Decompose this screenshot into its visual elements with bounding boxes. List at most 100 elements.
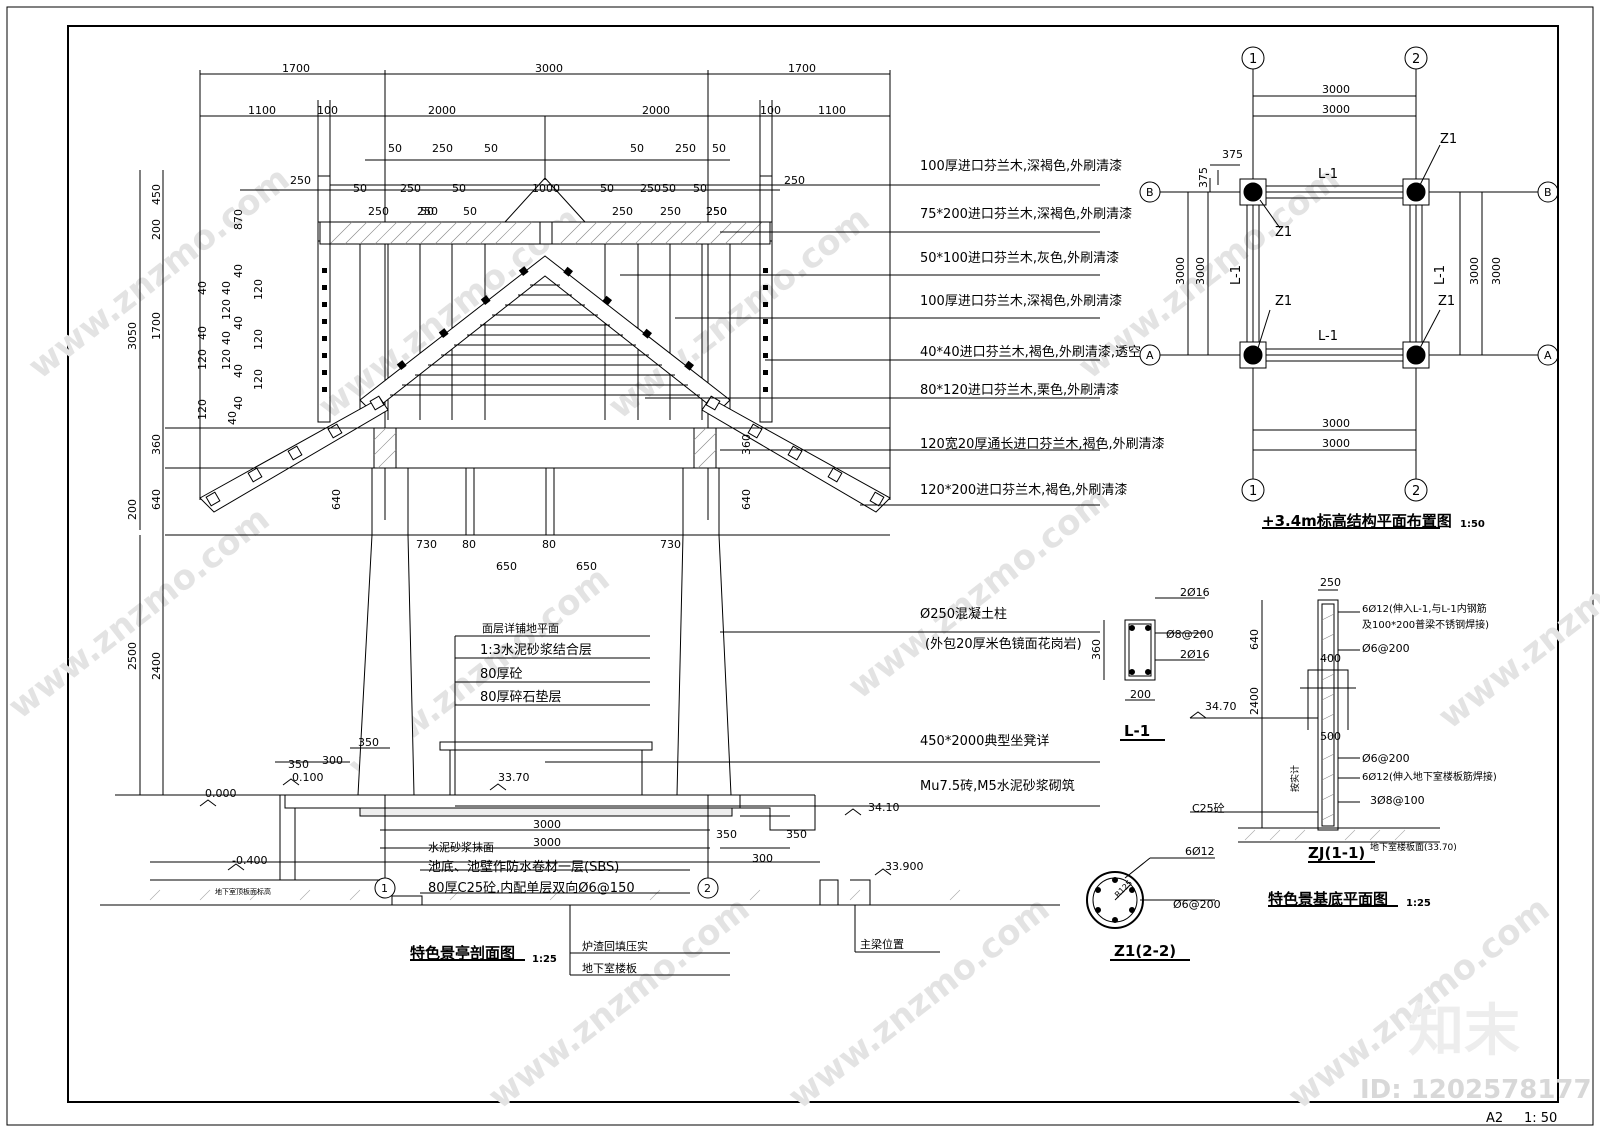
dim-left-640: 640 (150, 489, 163, 510)
plan-dim-8: 3000 (1490, 257, 1503, 285)
bench-label: 450*2000典型坐凳详 (920, 733, 1049, 749)
dim-50-d: 50 (712, 142, 726, 155)
plan-dim-1: 3000 (1322, 83, 1350, 96)
dim-col-6: 650 (576, 560, 597, 573)
beam-note: 主梁位置 (860, 937, 904, 951)
section-elevation (100, 70, 1100, 976)
dim-small-9: 40 (232, 264, 245, 278)
dim-top-mid: 3000 (535, 62, 563, 75)
l1-dim-h: 360 (1090, 639, 1103, 660)
plan-dim-4: 3000 (1322, 437, 1350, 450)
dim-250-a: 250 (432, 142, 453, 155)
dim-r13: 50 (693, 182, 707, 195)
pool-layer-3: 80厚C25砼,内配单层双向Ø6@150 (428, 880, 635, 896)
dim-r1: 50 (353, 182, 367, 195)
l1-label-2: Ø8@200 (1166, 628, 1214, 641)
dim-small-3: 40 (196, 326, 209, 340)
zj-label-1: 6Ø12(伸入L-1,与L-1内钢筋 (1362, 602, 1487, 615)
elev-m0400: -0.400 (232, 854, 267, 867)
plan-dim-3: 3000 (1322, 417, 1350, 430)
dim-base-3: 300 (322, 754, 343, 767)
column-section-z1-texts: 6Ø12 Ø6@200 R125 Z1(2-2) (1113, 845, 1221, 960)
watermark-text: www.znzmo.com (1, 499, 277, 727)
elev-0100: 0.100 (292, 771, 324, 784)
elev-33900: 33.900 (885, 860, 924, 873)
dim-r2: 250 (400, 182, 421, 195)
dim-small-11: 40 (232, 316, 245, 330)
dim-small-13: 40 (232, 364, 245, 378)
dim-r10: 250 (706, 205, 727, 218)
dim-r14: 250 (706, 205, 727, 218)
dim-350-r1: 350 (716, 828, 737, 841)
dim-50-a: 50 (388, 142, 402, 155)
dim-2-3: 2000 (428, 104, 456, 117)
dim-3000-a: 3000 (533, 818, 561, 831)
l1-label-1: 2Ø16 (1180, 586, 1210, 599)
brick-label: Mu7.5砖,M5水泥砂浆砌筑 (920, 778, 1075, 794)
footing-zj (1189, 589, 1440, 907)
dim-r11: 50 (600, 182, 614, 195)
label-1: 100厚进口芬兰木,深褐色,外刷清漆 (920, 158, 1122, 174)
dim-2-2: 100 (317, 104, 338, 117)
axis-1-label: 1 (381, 882, 388, 895)
dim-left-3050: 3050 (126, 322, 139, 350)
dim-2-1: 1100 (248, 104, 276, 117)
plan-dim-6: 3000 (1194, 257, 1207, 285)
plan-dim-7: 3000 (1468, 257, 1481, 285)
dim-small-14: 120 (252, 369, 265, 390)
watermark-text: www.znzmo.com (841, 479, 1117, 707)
dim-300-r: 300 (752, 852, 773, 865)
plan-z1-d: Z1 (1438, 294, 1455, 309)
footing-zj-texts: 250 640 400 2400 500 34.70 6Ø12(伸入L-1,与L… (1192, 576, 1497, 909)
dim-left-870: 870 (232, 209, 245, 230)
dim-2-4: 2000 (642, 104, 670, 117)
plan-axis-2-top: 2 (1412, 52, 1420, 67)
elev-0000: 0.000 (205, 787, 237, 800)
zj-label-3: Ø6@200 (1362, 642, 1410, 655)
l1-dim-w: 200 (1130, 688, 1151, 701)
zj-dim-2400: 2400 (1248, 687, 1261, 715)
dim-250-right: 250 (784, 174, 805, 187)
dim-small-2: 120 (196, 349, 209, 370)
beam-section-l1 (1103, 597, 1205, 741)
zj-label-7: C25砼 (1192, 802, 1225, 815)
plan-l1-bottom: L-1 (1318, 329, 1338, 344)
dim-r12: 250 (417, 205, 438, 218)
dim-small-8: 120 (220, 349, 233, 370)
dim-small-5: 40 (220, 281, 233, 295)
dim-small-10: 120 (252, 279, 265, 300)
zj-label-8: 地下室楼板面(33.70) (1370, 841, 1457, 853)
plan-z1-c: Z1 (1275, 294, 1292, 309)
dim-250-b: 250 (675, 142, 696, 155)
dim-r7: 50 (463, 205, 477, 218)
section-scale: 1:25 (532, 954, 557, 965)
plan-dim-5: 3000 (1174, 257, 1187, 285)
plan-axis-b-right: B (1544, 186, 1552, 199)
plan-l1-top: L-1 (1318, 167, 1338, 182)
dim-left-200: 200 (150, 219, 163, 240)
dim-small-7: 40 (220, 331, 233, 345)
plan-scale: 1:50 (1460, 519, 1485, 530)
watermark-layer: www.znzmo.com www.znzmo.com www.znzmo.co… (1, 159, 1600, 1117)
dim-right-360: 360 (740, 434, 753, 455)
zj-label-2: 及100*200普梁不锈钢焊接) (1362, 618, 1489, 631)
structural-plan (1139, 46, 1559, 529)
inner-border (67, 25, 1559, 1103)
dim-left-450: 450 (150, 184, 163, 205)
zj-label-4: Ø6@200 (1362, 752, 1410, 765)
plan-axis-a-left: A (1146, 349, 1154, 362)
z1-name: Z1(2-2) (1114, 942, 1176, 960)
dim-r15: 50 (662, 182, 676, 195)
dim-r9: 250 (660, 205, 681, 218)
l1-label-3: 2Ø16 (1180, 648, 1210, 661)
label-8: 120*200进口芬兰木,褐色,外刷清漆 (920, 482, 1127, 498)
watermark-text: www.znzmo.com (781, 889, 1057, 1117)
sheet-size: A2 (1486, 1111, 1503, 1126)
zj-dim-400: 400 (1320, 652, 1341, 665)
outer-border (6, 6, 1594, 1126)
dim-left-360: 360 (150, 434, 163, 455)
label-2: 75*200进口芬兰木,深褐色,外刷清漆 (920, 206, 1132, 222)
elev-3370: 33.70 (498, 771, 530, 784)
plan-z1-a: Z1 (1440, 132, 1457, 147)
